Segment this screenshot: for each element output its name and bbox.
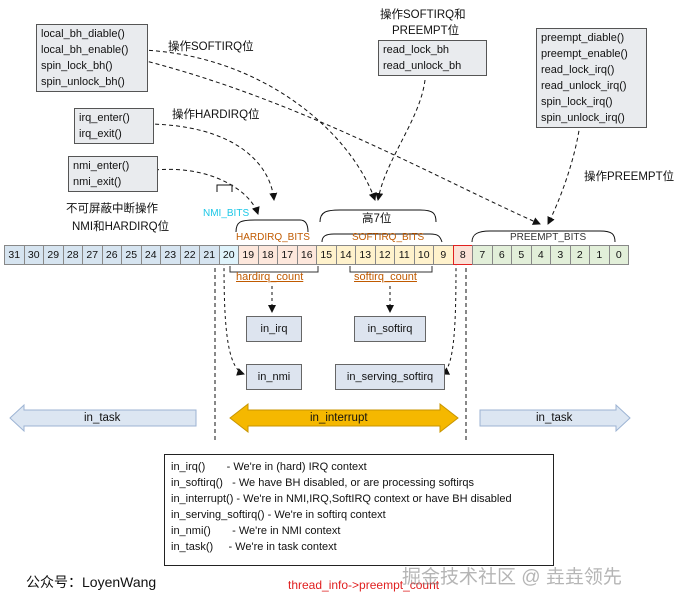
bit-10: 10	[413, 245, 434, 265]
bh-fn-3: spin_lock_bh()	[41, 60, 113, 72]
bit-12: 12	[374, 245, 395, 265]
label-op-hardirq: 操作HARDIRQ位	[172, 109, 260, 121]
nmi-fn-2: nmi_exit()	[73, 176, 122, 188]
bit-27: 27	[82, 245, 103, 265]
bit-28: 28	[62, 245, 83, 265]
bit-25: 25	[121, 245, 142, 265]
bit-4: 4	[530, 245, 551, 265]
label-nmi-note-2: NMI和HARDIRQ位	[72, 221, 170, 233]
legend-line-1: in_irq() - We're in (hard) IRQ context	[171, 461, 367, 473]
bit-30: 30	[23, 245, 44, 265]
bit-24: 24	[140, 245, 161, 265]
arrow-nmi-to-hardirq	[154, 168, 260, 215]
band-left-task-shape	[9, 403, 197, 433]
softirq-count-label: softirq_count	[354, 271, 417, 283]
bh-fn-4: spin_unlock_bh()	[41, 76, 125, 88]
bh-functions-box: local_bh_diable() local_bh_enable() spin…	[36, 24, 148, 92]
band-right-task: in_task	[536, 412, 573, 424]
band-interrupt: in_interrupt	[310, 412, 368, 424]
label-softirq-bits: SOFTIRQ_BITS	[352, 232, 425, 243]
preempt-fn-2: preempt_enable()	[541, 48, 628, 60]
preempt-fn-1: preempt_diable()	[541, 32, 625, 44]
preempt-fn-6: spin_unlock_irq()	[541, 112, 625, 124]
bit-8: 8	[452, 245, 473, 265]
read-fn-1: read_lock_bh	[383, 44, 450, 56]
arrow-bh-to-preempt	[141, 59, 541, 225]
bit-0: 0	[608, 245, 629, 265]
in-softirq-box: in_softirq	[354, 316, 426, 342]
bit-21: 21	[199, 245, 220, 265]
bit-15: 15	[316, 245, 337, 265]
footer-caption: thread_info->preempt_count	[288, 578, 440, 592]
bit-7: 7	[472, 245, 493, 265]
bit-18: 18	[257, 245, 278, 265]
label-nmi-bits: NMI_BITS	[203, 208, 250, 219]
in-serving-softirq-box: in_serving_softirq	[335, 364, 445, 390]
bit-17: 17	[277, 245, 298, 265]
band-right-task-shape	[479, 403, 631, 433]
label-op-softirq-preempt-2: PREEMPT位	[392, 25, 460, 37]
arrow-preemptbox-to-preempt	[547, 123, 581, 225]
in-irq-box: in_irq	[246, 316, 302, 342]
bit-2: 2	[569, 245, 590, 265]
nmi-fn-1: nmi_enter()	[73, 160, 130, 172]
footer-author: 公众号：LoyenWang	[26, 574, 157, 590]
bit-19: 19	[238, 245, 259, 265]
footer-watermark: 掘金技术社区 @ 垚垚领先	[402, 567, 622, 588]
bit-3: 3	[550, 245, 571, 265]
bit-29: 29	[43, 245, 64, 265]
label-hardirq-bits: HARDIRQ_BITS	[236, 232, 310, 243]
bit-5: 5	[511, 245, 532, 265]
arrow-read-to-high7	[375, 79, 426, 201]
bit-14: 14	[335, 245, 356, 265]
legend-line-6: in_task() - We're in task context	[171, 541, 337, 553]
band-interrupt-shape	[229, 402, 459, 434]
label-high7: 高7位	[362, 213, 392, 225]
irq-fn-2: irq_exit()	[79, 128, 122, 140]
bit-22: 22	[179, 245, 200, 265]
nmi-functions-box: nmi_enter() nmi_exit()	[68, 156, 158, 192]
bh-fn-2: local_bh_enable()	[41, 44, 129, 56]
preempt-fn-5: spin_lock_irq()	[541, 96, 613, 108]
band-left-task: in_task	[84, 412, 121, 424]
bit-1: 1	[589, 245, 610, 265]
legend-line-3: in_interrupt() - We're in NMI,IRQ,SoftIR…	[171, 493, 512, 505]
bit-31: 31	[4, 245, 25, 265]
bit-11: 11	[394, 245, 415, 265]
bit-20: 20	[218, 245, 239, 265]
bit-6: 6	[491, 245, 512, 265]
bit-9: 9	[433, 245, 454, 265]
read-fn-2: read_unlock_bh	[383, 60, 462, 72]
arrow-bh-to-softirq	[141, 49, 377, 201]
bh-fn-1: local_bh_diable()	[41, 28, 125, 40]
read-lock-box: read_lock_bh read_unlock_bh	[378, 40, 487, 76]
label-op-softirq-preempt-1: 操作SOFTIRQ和	[380, 9, 466, 21]
bit-16: 16	[296, 245, 317, 265]
preempt-fn-3: read_lock_irq()	[541, 64, 615, 76]
bit-26: 26	[101, 245, 122, 265]
bit-13: 13	[355, 245, 376, 265]
preempt-functions-box: preempt_diable() preempt_enable() read_l…	[536, 28, 647, 128]
legend-line-4: in_serving_softirq() - We're in softirq …	[171, 509, 386, 521]
hardirq-count-label: hardirq_count	[236, 271, 304, 283]
legend-box: in_irq() - We're in (hard) IRQ context i…	[164, 454, 554, 566]
label-op-softirq: 操作SOFTIRQ位	[168, 41, 254, 53]
arrow-irq-to-hardirq	[147, 123, 278, 201]
in-nmi-box: in_nmi	[246, 364, 302, 390]
label-preempt-bits: PREEMPT_BITS	[510, 232, 587, 243]
bit-23: 23	[160, 245, 181, 265]
irq-functions-box: irq_enter() irq_exit()	[74, 108, 154, 144]
label-op-preempt: 操作PREEMPT位	[584, 171, 675, 183]
irq-fn-1: irq_enter()	[79, 112, 130, 124]
legend-line-2: in_softirq() - We have BH disabled, or a…	[171, 477, 475, 489]
label-nmi-note-1: 不可屏蔽中断操作	[66, 203, 158, 215]
preempt-fn-4: read_unlock_irq()	[541, 80, 627, 92]
legend-line-5: in_nmi() - We're in NMI context	[171, 525, 341, 537]
